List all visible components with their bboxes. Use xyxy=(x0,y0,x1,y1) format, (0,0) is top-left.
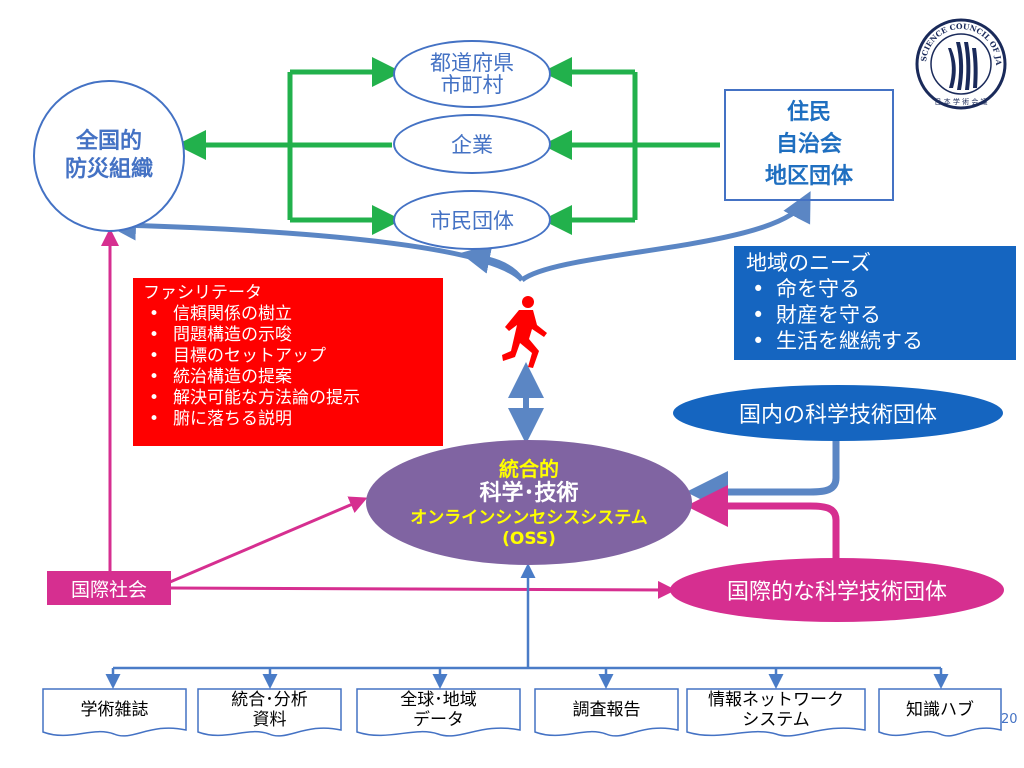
local-needs-title: 地域のニーズ xyxy=(746,251,871,275)
facilitator-item: 信頼関係の樹立 xyxy=(143,304,433,325)
domestic-to-oss-arrow xyxy=(686,440,840,513)
facilitator-item: 目標のセットアップ xyxy=(143,346,433,367)
oss-line-3: オンラインシンセシスシステム xyxy=(410,507,648,528)
source-doc-label: 情報ネットワーク システム xyxy=(708,690,844,730)
source-doc-info-network: 情報ネットワーク システム xyxy=(686,688,866,740)
facilitator-item: 問題構造の示唆 xyxy=(143,325,433,346)
source-doc-label: 統合･分析 資料 xyxy=(231,690,308,730)
facilitator-item: 腑に落ちる説明 xyxy=(143,409,433,430)
facilitator-box: ファシリテータ 信頼関係の樹立 問題構造の示唆 目標のセットアップ 統治構造の提… xyxy=(133,278,443,446)
source-doc-label: 全球･地域 データ xyxy=(400,690,477,730)
green-network xyxy=(176,57,720,235)
facilitator-item: 解決可能な方法論の提示 xyxy=(143,388,433,409)
local-needs-item: 命を守る xyxy=(746,276,1004,302)
source-doc-label: 調査報告 xyxy=(572,700,641,720)
domestic-sci-org-node: 国内の科学技術団体 xyxy=(673,385,1003,441)
oss-line-4: (OSS) xyxy=(502,528,556,549)
local-needs-item: 財産を守る xyxy=(746,302,1004,328)
oss-system-node: 統合的 科学･技術 オンラインシンセシスシステム (OSS) xyxy=(366,440,692,565)
oss-line-2: 科学･技術 xyxy=(479,480,579,506)
facilitator-item: 統治構造の提案 xyxy=(143,367,433,388)
source-doc-integrated-analysis: 統合･分析 資料 xyxy=(197,688,342,740)
companies-node: 企業 xyxy=(393,114,551,174)
citizen-groups-node: 市民団体 xyxy=(393,190,551,250)
source-doc-global-regional-data: 全球･地域 データ xyxy=(356,688,521,740)
sources-tree xyxy=(105,563,949,689)
svg-text:日 本 学 術 会 議: 日 本 学 術 会 議 xyxy=(934,97,987,106)
national-disaster-org-node: 全国的 防災組織 xyxy=(33,80,185,232)
intl-society-arrows xyxy=(101,228,676,599)
facilitator-list: 信頼関係の樹立 問題構造の示唆 目標のセットアップ 統治構造の提案 解決可能な方… xyxy=(143,304,433,430)
local-needs-item: 生活を継続する xyxy=(746,328,1004,354)
prefectures-node: 都道府県 市町村 xyxy=(393,40,551,108)
source-doc-journals: 学術雑誌 xyxy=(42,688,187,740)
source-doc-survey-reports: 調査報告 xyxy=(534,688,679,740)
intl-sci-org-node: 国際的な科学技術団体 xyxy=(670,558,1004,622)
runner-to-top-arrows xyxy=(106,191,811,283)
source-doc-knowledge-hub: 知識ハブ xyxy=(878,688,1002,740)
facilitator-runner-icon xyxy=(495,295,555,370)
source-doc-label: 学術雑誌 xyxy=(80,700,149,720)
local-needs-box: 地域のニーズ 命を守る 財産を守る 生活を継続する xyxy=(734,246,1016,360)
facilitator-title: ファシリテータ xyxy=(143,283,262,303)
page-number: 20 xyxy=(1001,712,1018,727)
intl-to-oss-arrow xyxy=(686,485,840,560)
residents-box: 住民 自治会 地区団体 xyxy=(724,89,894,201)
intl-society-box: 国際社会 xyxy=(47,571,171,605)
oss-line-1: 統合的 xyxy=(499,456,559,481)
local-needs-list: 命を守る 財産を守る 生活を継続する xyxy=(746,276,1004,354)
source-doc-label: 知識ハブ xyxy=(906,700,974,720)
science-council-logo: SCIENCE COUNCIL OF JAPAN 日 本 学 術 会 議 xyxy=(911,11,1007,110)
